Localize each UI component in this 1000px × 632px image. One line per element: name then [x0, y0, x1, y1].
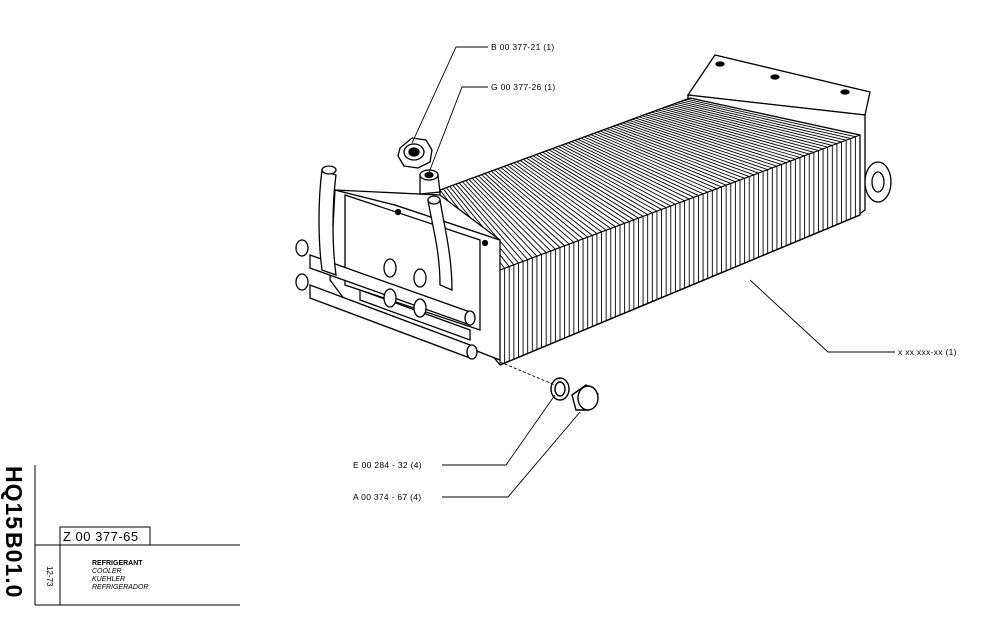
fin-top	[628, 119, 773, 169]
part-names: REFRIGERANT COOLER KUEHLER REFRIGERADOR	[92, 560, 148, 592]
fin-top	[641, 115, 791, 162]
fin-top	[539, 153, 644, 217]
fin-top	[548, 149, 658, 212]
fin-top	[561, 144, 676, 205]
callout-cap: A 00 374 - 67 (4)	[353, 492, 421, 502]
fin-top	[503, 166, 593, 236]
fin-top	[545, 150, 653, 214]
fin-top	[616, 124, 754, 176]
fin-top	[574, 140, 695, 198]
callout-fitting: G 00 377-26 (1)	[491, 82, 556, 92]
fin-top	[542, 151, 648, 216]
fin-top	[497, 168, 584, 240]
part-name-en: COOLER	[92, 568, 122, 575]
fin-top	[587, 135, 713, 191]
fin-top	[667, 105, 828, 148]
fin-top	[683, 99, 851, 139]
callout-washer: E 00 284 - 32 (4)	[353, 460, 422, 470]
rear-pipe-loop	[864, 161, 892, 203]
nut-part	[397, 137, 433, 169]
fin-top	[596, 131, 727, 186]
fin-top	[580, 137, 704, 195]
fin-top	[500, 167, 588, 238]
fin-top	[471, 177, 547, 254]
part-name-de: KUEHLER	[92, 576, 126, 583]
fin-top	[481, 174, 561, 248]
fin-top	[654, 110, 810, 155]
fitting-part	[419, 169, 441, 195]
fin-top	[478, 175, 556, 250]
fin-top	[632, 118, 778, 167]
title-block-lines	[34, 465, 240, 606]
revision-date: 12-73	[45, 566, 54, 587]
fin-top	[673, 103, 838, 145]
fin-top	[510, 163, 602, 233]
fin-top	[584, 136, 708, 193]
fin-top	[519, 160, 616, 228]
fin-top	[670, 104, 833, 146]
fin-top	[458, 182, 529, 260]
callout-cooler: x xx xxx-xx (1)	[898, 347, 957, 357]
fin-top	[487, 171, 570, 245]
fin-top	[571, 141, 690, 200]
reference-code: Z 00 377-65	[63, 529, 139, 544]
fin-top	[564, 143, 681, 203]
fin-top	[664, 107, 824, 150]
fin-top	[452, 184, 519, 264]
callout-nut: B 00 377-21 (1)	[491, 42, 555, 52]
fin-top	[651, 111, 805, 157]
fin-top	[612, 125, 750, 177]
fin-top	[680, 101, 847, 141]
fin-top	[606, 128, 741, 181]
part-name-es: REFRIGERADOR	[92, 584, 149, 591]
fin-top	[558, 145, 671, 207]
fin-top	[635, 117, 782, 165]
fin-top	[507, 164, 598, 235]
fin-top	[619, 123, 759, 174]
fin-top	[600, 130, 731, 184]
washer-part	[550, 377, 570, 401]
fin-top	[555, 147, 667, 209]
fin-top	[568, 142, 685, 202]
fin-top	[644, 114, 796, 160]
fin-top	[625, 121, 768, 171]
fin-top	[490, 170, 575, 243]
fin-top	[513, 162, 607, 231]
fin-top	[468, 179, 542, 255]
fin-top	[484, 173, 565, 247]
fin-top	[551, 148, 662, 210]
fin-top	[455, 183, 524, 262]
fin-top	[474, 176, 552, 252]
fin-top	[523, 158, 621, 226]
fin-top	[609, 127, 745, 179]
fin-top	[593, 132, 722, 188]
fin-top	[590, 134, 718, 190]
cooler-tubes	[295, 165, 478, 360]
fin-top	[677, 102, 842, 143]
fin-top	[661, 108, 819, 152]
cap-part	[571, 384, 599, 411]
fin-top	[532, 155, 635, 221]
fin-top	[622, 122, 764, 172]
fin-top	[603, 129, 736, 183]
cooler-fin-block	[439, 97, 861, 366]
part-name-fr: REFRIGERANT	[92, 560, 143, 567]
fin-top	[689, 97, 861, 136]
fin-top	[526, 157, 625, 224]
fin-top	[648, 112, 801, 158]
fin-top	[686, 98, 856, 138]
fin-top	[516, 161, 612, 229]
fin-top	[462, 181, 533, 259]
leader-lines	[411, 46, 895, 498]
fin-top	[577, 138, 699, 196]
fin-top	[465, 180, 538, 257]
drawing-code-primary: HQ15	[1, 466, 27, 531]
drawing-code-secondary: B01.0	[1, 532, 27, 599]
fin-top	[494, 169, 579, 241]
fin-top	[535, 154, 639, 219]
fin-top	[529, 156, 630, 222]
fin-top	[657, 109, 814, 153]
fin-top	[638, 116, 787, 164]
